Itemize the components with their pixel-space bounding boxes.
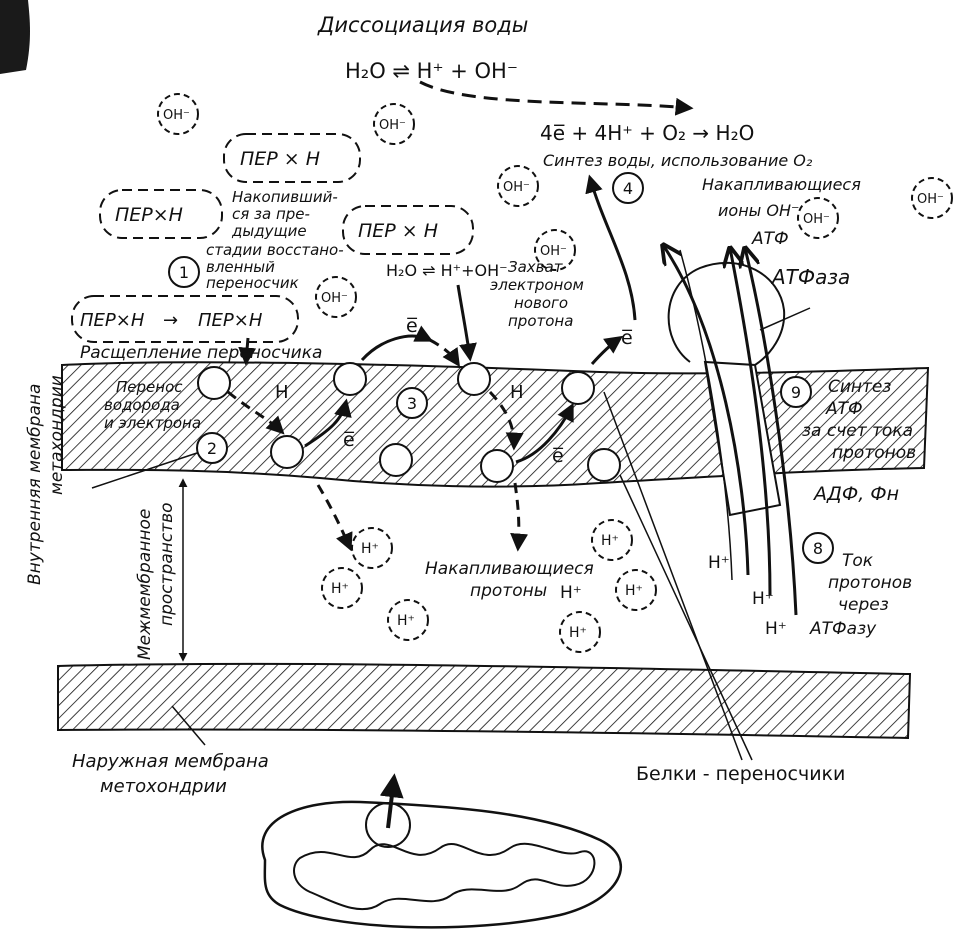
atpase-label: АТФаза — [770, 265, 850, 289]
svg-text:Накопивший-: Накопивший- — [232, 188, 338, 206]
svg-text:OH⁻: OH⁻ — [540, 244, 567, 259]
svg-text:H⁺: H⁺ — [752, 589, 774, 609]
svg-text:Внутренняя мембрана: Внутренняя мембрана — [25, 384, 45, 585]
svg-text:8: 8 — [813, 539, 823, 558]
accumulated-carrier-label: Накопивший- ся за пре- дыдущие стадии во… — [206, 188, 344, 292]
carrier-box-text: ПЕР × Н — [240, 148, 320, 170]
svg-text:OH⁻: OH⁻ — [379, 118, 406, 133]
svg-text:OH⁻: OH⁻ — [163, 108, 190, 123]
diagram-title: Диссоциация воды — [317, 13, 528, 37]
outer-membrane-label: Наружная мембрана — [72, 751, 269, 772]
carrier-sphere — [334, 363, 366, 395]
svg-text:1: 1 — [179, 263, 189, 282]
svg-text:9: 9 — [791, 383, 801, 402]
svg-text:АТФазу: АТФазу — [809, 619, 877, 639]
electron-label: e̅ — [343, 429, 355, 451]
adp-label: АДФ, Фн — [812, 483, 899, 505]
svg-text:OH⁻: OH⁻ — [917, 192, 944, 207]
outer-membrane — [58, 664, 910, 738]
water-synthesis-equation: 4e̅ + 4H⁺ + O₂ → H₂O — [540, 121, 754, 145]
svg-text:нового: нового — [514, 294, 568, 312]
carrier-sphere — [271, 436, 303, 468]
svg-text:H⁺: H⁺ — [569, 625, 587, 641]
inner-membrane-label: Внутренняя мембрана метахондрии — [25, 375, 67, 585]
svg-text:за счет тока: за счет тока — [802, 421, 913, 441]
accumulating-protons-h: H⁺ — [560, 583, 582, 603]
svg-text:H⁺: H⁺ — [361, 541, 379, 557]
svg-text:Межмембранное: Межмембранное — [135, 509, 155, 660]
carrier-sphere — [198, 367, 230, 399]
hydrogen-label: H — [275, 382, 289, 403]
svg-text:OH⁻: OH⁻ — [803, 212, 830, 227]
scan-shadow — [0, 0, 30, 74]
accumulating-protons-label: Накапливающиеся — [425, 559, 594, 579]
water-dissociation-equation: H₂O ⇌ H⁺ + OH⁻ — [345, 59, 518, 83]
carrier-box-text: ПЕР×Н — [115, 204, 183, 226]
accumulating-protons-label: протоны — [470, 581, 547, 601]
svg-text:4: 4 — [623, 179, 633, 198]
electron-label: e̅ — [406, 315, 418, 337]
svg-text:стадии восстано-: стадии восстано- — [206, 241, 344, 259]
svg-text:АТФ: АТФ — [825, 399, 863, 419]
outer-membrane-label: метохондрии — [100, 776, 227, 797]
carrier-box-text: ПЕР × Н — [358, 220, 438, 242]
electron-label: e̅ — [621, 327, 633, 349]
svg-text:Ток: Ток — [842, 551, 874, 571]
mitochondrion-thumbnail — [262, 778, 620, 927]
carrier-reaction-left: ПЕР×Н — [80, 310, 145, 331]
carrier-sphere — [562, 372, 594, 404]
carrier-reaction-right: ПЕР×Н — [198, 310, 263, 331]
svg-text:H⁺: H⁺ — [625, 583, 643, 599]
svg-text:ся за пре-: ся за пре- — [232, 205, 310, 223]
carrier-proteins-label: Белки - переносчики — [636, 763, 845, 785]
svg-text:OH⁻: OH⁻ — [503, 180, 530, 195]
electron-label: e̅ — [552, 445, 564, 467]
svg-text:переносчик: переносчик — [206, 274, 299, 292]
oh-ions-label: ионы OH⁻ — [718, 201, 799, 220]
carrier-reaction-arrow: → — [163, 310, 178, 331]
svg-text:протонов: протонов — [828, 573, 912, 593]
carrier-sphere — [380, 444, 412, 476]
svg-text:H⁺: H⁺ — [397, 613, 415, 629]
svg-text:Синтез: Синтез — [828, 377, 891, 397]
svg-text:3: 3 — [407, 394, 417, 413]
atp-label: АТФ — [751, 229, 789, 249]
hydrogen-label: H — [510, 382, 524, 403]
carrier-sphere — [481, 450, 513, 482]
svg-text:пространство: пространство — [157, 502, 177, 626]
carrier-sphere — [588, 449, 620, 481]
svg-text:метахондрии: метахондрии — [47, 375, 67, 495]
splitting-label: Расщепление переносчика — [80, 343, 322, 363]
svg-text:дыдущие: дыдущие — [231, 222, 307, 240]
svg-text:электроном: электроном — [490, 276, 584, 294]
svg-text:протона: протона — [508, 312, 573, 330]
accumulating-ions-label: Накапливающиеся — [702, 175, 861, 194]
svg-text:H⁺: H⁺ — [331, 581, 349, 597]
intermembrane-label: Межмембранное пространство — [135, 502, 177, 660]
svg-text:OH⁻: OH⁻ — [321, 291, 348, 306]
svg-text:H⁺: H⁺ — [708, 553, 730, 573]
water-synthesis-label: Синтез воды, использование O₂ — [543, 151, 813, 170]
svg-text:H⁺: H⁺ — [765, 619, 787, 639]
svg-text:Захват: Захват — [508, 258, 564, 276]
svg-text:H⁺: H⁺ — [601, 533, 619, 549]
svg-text:2: 2 — [207, 439, 217, 458]
carrier-sphere — [458, 363, 490, 395]
svg-text:Перенос: Перенос — [116, 378, 183, 396]
svg-text:протонов: протонов — [832, 443, 916, 463]
svg-text:и электрона: и электрона — [104, 414, 201, 432]
proton-current-label: Ток протонов через АТФазу — [809, 551, 912, 639]
svg-text:через: через — [838, 595, 889, 615]
svg-text:водорода: водорода — [104, 396, 180, 414]
